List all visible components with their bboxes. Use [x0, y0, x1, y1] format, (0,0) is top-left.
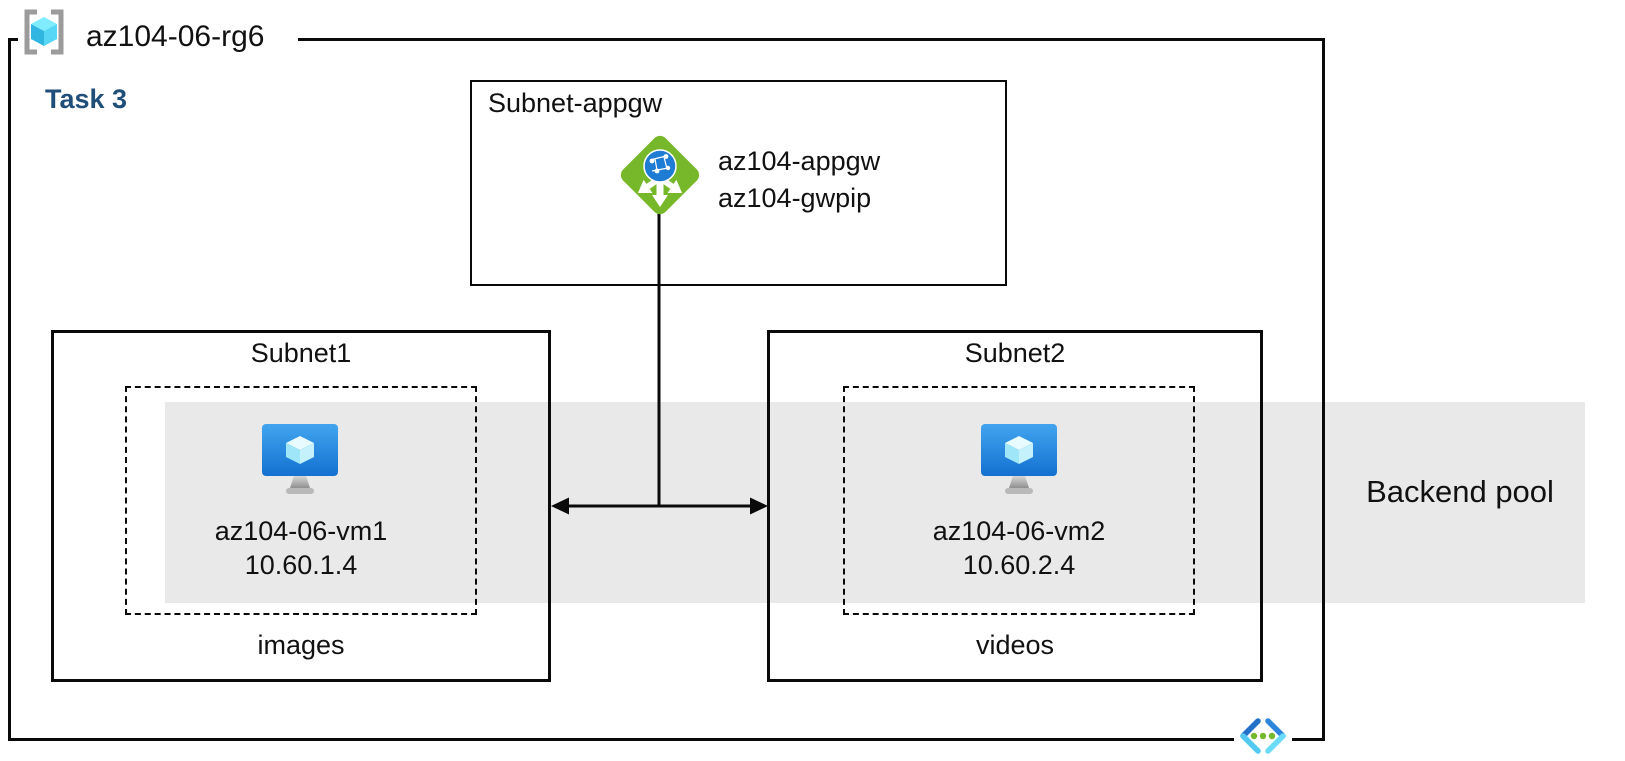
resource-group-box — [8, 38, 1325, 741]
resource-group-label: az104-06-rg6 — [86, 20, 265, 53]
backend-pool-label: Backend pool — [1366, 474, 1554, 509]
subnet2-caption: videos — [975, 630, 1055, 660]
gateway-labels: az104-appgw az104-gwpip — [718, 143, 880, 217]
appgw-subnet-box — [470, 80, 1007, 286]
subnet1-label: Subnet1 — [250, 338, 352, 368]
gateway-connector-arrows — [551, 212, 768, 515]
vm-icon — [258, 422, 342, 500]
virtual-network-icon — [1234, 714, 1292, 758]
subnet2-box — [767, 330, 1263, 682]
vm2-name: az104-06-vm2 — [932, 516, 1106, 546]
vm2-dashed-box — [843, 386, 1195, 615]
application-gateway-icon — [614, 129, 706, 221]
gateway-pip-label: az104-gwpip — [718, 183, 872, 213]
rg-border-gap — [18, 33, 298, 43]
subnet1-caption: images — [257, 630, 345, 660]
appgw-subnet-label: Subnet-appgw — [488, 88, 663, 118]
resource-group-icon — [20, 9, 68, 55]
subnet2-label: Subnet2 — [964, 338, 1066, 368]
vm-icon — [977, 422, 1061, 500]
vm1-ip: 10.60.1.4 — [244, 550, 358, 580]
subnet1-box — [51, 330, 551, 682]
backend-pool-band — [165, 402, 1585, 603]
vm2-labels: az104-06-vm2 10.60.2.4 — [843, 514, 1195, 582]
vm2-ip: 10.60.2.4 — [962, 550, 1076, 580]
vm1-name: az104-06-vm1 — [214, 516, 388, 546]
task-label: Task 3 — [45, 84, 128, 114]
vm1-dashed-box — [125, 386, 477, 615]
gateway-name-label: az104-appgw — [718, 146, 881, 176]
vm1-labels: az104-06-vm1 10.60.1.4 — [125, 514, 477, 582]
